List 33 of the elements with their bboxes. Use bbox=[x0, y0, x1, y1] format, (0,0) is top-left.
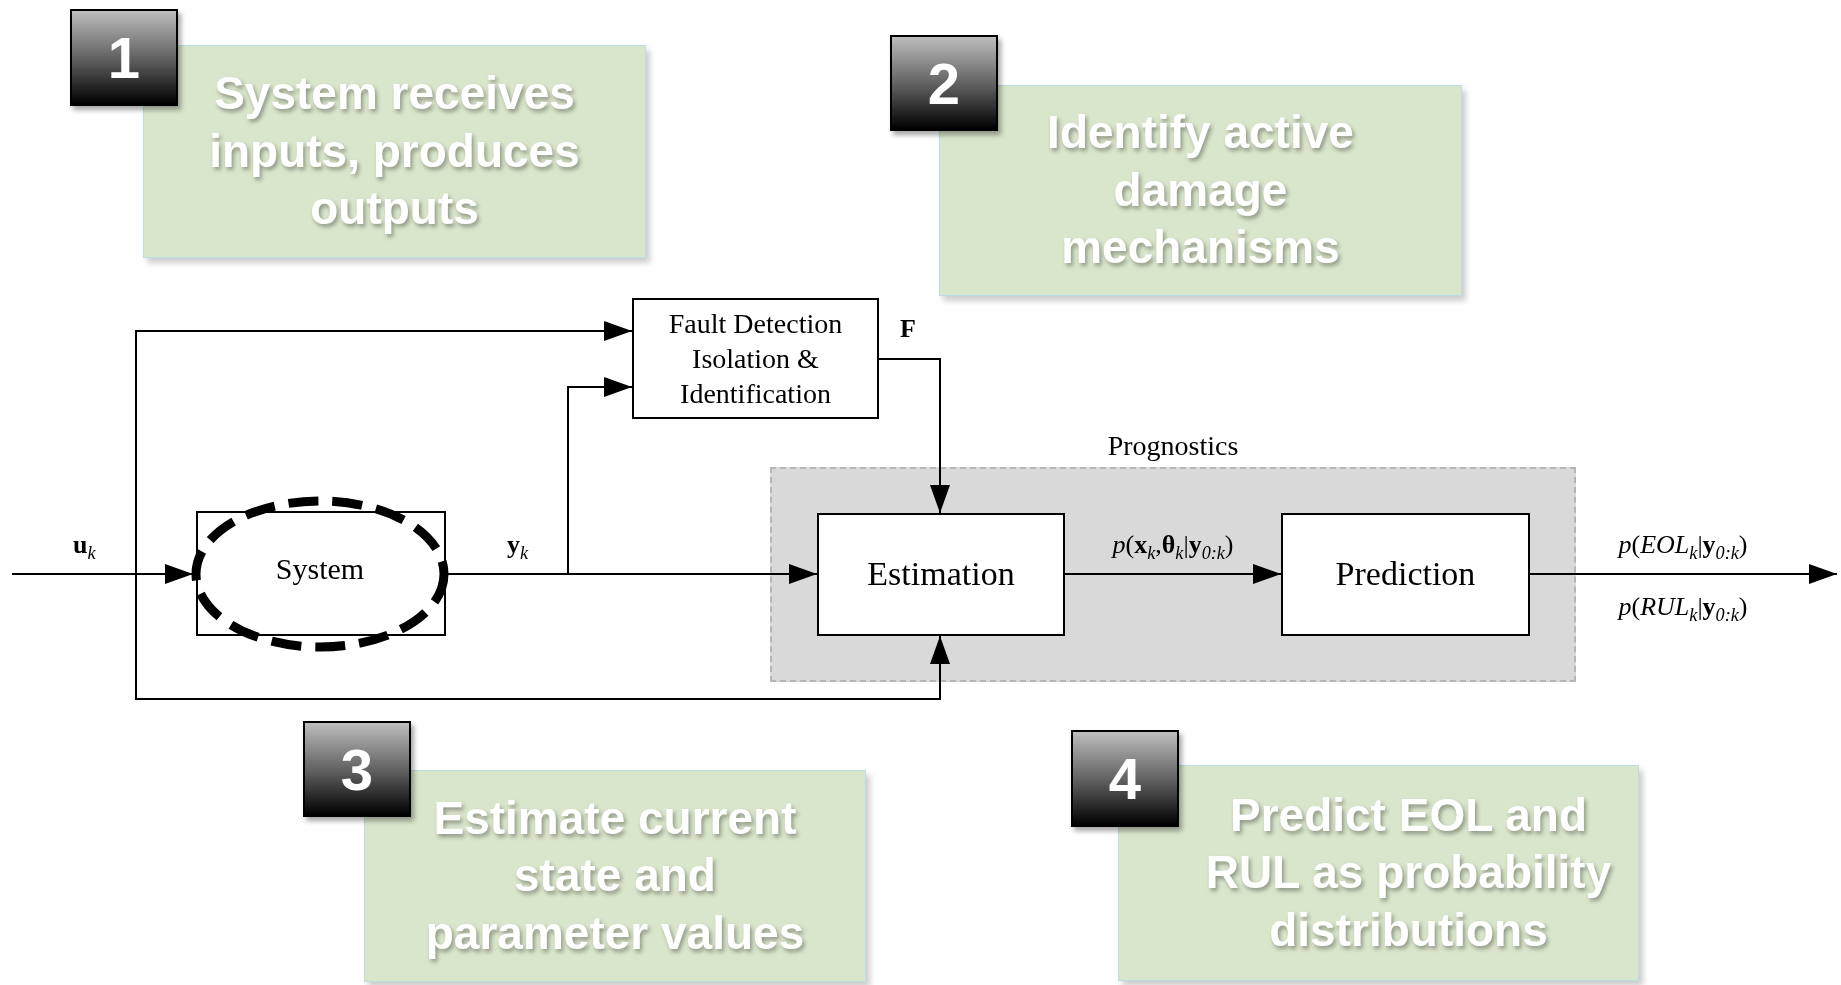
number-badge bbox=[1071, 730, 1179, 827]
box-label: Estimate current state and parameter values bbox=[424, 790, 806, 961]
arrow bbox=[1064, 564, 1282, 584]
process-box bbox=[632, 298, 879, 419]
signal-label: p(RUL$_{k}$|y$_{0:k}$) bbox=[1618, 592, 1748, 627]
edge-label: p(x$_{k}$,θ$_{k}$|y$_{0:k}$) bbox=[1112, 530, 1234, 565]
arrow bbox=[878, 358, 950, 514]
step-number: 4 bbox=[1108, 745, 1142, 812]
edge-label: p(EOL$_{k}$|y$_{0:k}$) bbox=[1618, 530, 1748, 565]
box-label: Fault Detection Isolation & Identification bbox=[667, 307, 844, 411]
block-label: System bbox=[274, 552, 366, 586]
arrow bbox=[1529, 564, 1838, 584]
edge-label: u$_{k}$ bbox=[73, 530, 96, 565]
system-block bbox=[190, 496, 450, 652]
number-badge bbox=[70, 9, 178, 106]
step-number: 2 bbox=[927, 49, 961, 117]
box-label: Predict EOL and RUL as probability distributions bbox=[1204, 787, 1613, 958]
process-box bbox=[1281, 513, 1530, 636]
arrow bbox=[446, 377, 633, 575]
box-label: Estimation bbox=[867, 554, 1015, 595]
process-box bbox=[817, 513, 1065, 636]
box-label: Prediction bbox=[1335, 554, 1476, 595]
step-number: 1 bbox=[107, 24, 141, 91]
arrow bbox=[11, 573, 950, 700]
box-label: Identify active damage mechanisms bbox=[1046, 105, 1355, 276]
step-number: 3 bbox=[340, 735, 374, 803]
group-heading: Prognostics bbox=[1106, 430, 1240, 462]
number-badge bbox=[303, 721, 411, 817]
number-badge bbox=[890, 35, 998, 131]
box-label: System receives inputs, produces outputs bbox=[208, 66, 581, 237]
step-box bbox=[143, 45, 646, 258]
edge-label: y$_{k}$ bbox=[507, 530, 529, 565]
edge-label: F bbox=[900, 314, 916, 344]
